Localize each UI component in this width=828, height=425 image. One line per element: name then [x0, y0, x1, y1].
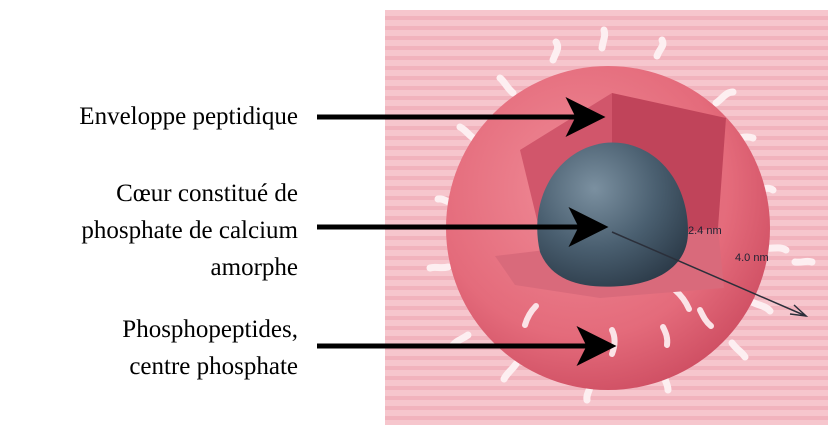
outer-radius-label: 4.0 nm: [735, 252, 769, 264]
inner-radius-label: 2.4 nm: [688, 225, 722, 237]
